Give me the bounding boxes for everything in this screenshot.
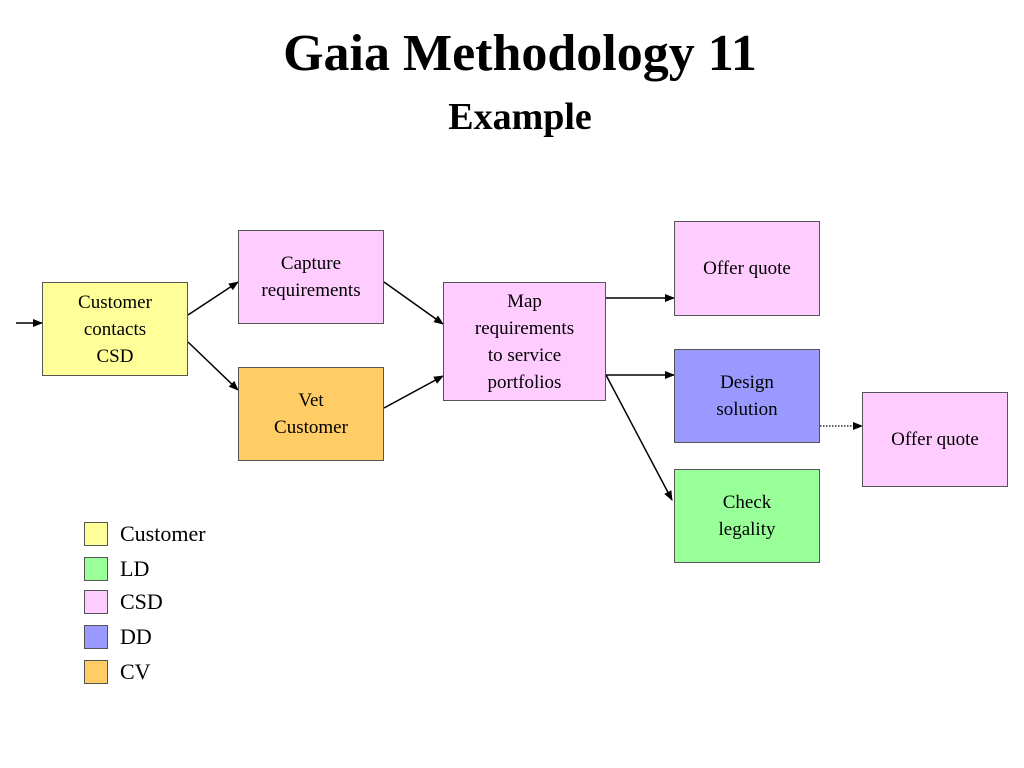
- legend-item-cv: CV: [84, 659, 151, 685]
- node-vet-customer-label: Vet Customer: [274, 390, 348, 438]
- legend-swatch-customer: [84, 522, 108, 546]
- node-capture-requirements: Capture requirements: [238, 230, 384, 324]
- node-offer-quote-1: Offer quote: [674, 221, 820, 316]
- legend-label-ld: LD: [120, 556, 150, 581]
- node-customer-contacts-csd-label: Customer contacts CSD: [78, 291, 152, 367]
- legend-label-csd: CSD: [120, 589, 163, 614]
- node-map-requirements: Map requirements to service portfolios: [443, 282, 606, 401]
- node-capture-requirements-label: Capture requirements: [261, 253, 361, 301]
- legend-label-cv: CV: [120, 659, 151, 684]
- node-map-requirements-label: Map requirements to service portfolios: [474, 290, 575, 393]
- node-check-legality: Check legality: [674, 469, 820, 563]
- node-design-solution-label: Design solution: [716, 372, 778, 420]
- legend-item-ld: LD: [84, 556, 149, 582]
- legend-swatch-ld: [84, 557, 108, 581]
- slide-title: Gaia Methodology 11: [283, 25, 757, 82]
- node-check-legality-label: Check legality: [718, 492, 776, 540]
- legend-item-dd: DD: [84, 624, 152, 650]
- legend-swatch-cv: [84, 660, 108, 684]
- node-offer-quote-2-label: Offer quote: [891, 429, 979, 450]
- slide-subtitle: Example: [448, 96, 592, 138]
- node-design-solution: Design solution: [674, 349, 820, 443]
- legend-item-csd: CSD: [84, 589, 163, 615]
- arrow-map-to-legality: [605, 374, 673, 501]
- legend-swatch-dd: [84, 625, 108, 649]
- node-customer-contacts-csd: Customer contacts CSD: [42, 282, 188, 376]
- arrow-customer-to-capture: [187, 281, 239, 316]
- legend-item-customer: Customer: [84, 521, 206, 547]
- legend-label-customer: Customer: [120, 521, 206, 546]
- arrow-customer-to-vet: [187, 341, 239, 391]
- arrow-capture-to-map: [383, 281, 444, 325]
- node-offer-quote-2: Offer quote: [862, 392, 1008, 487]
- node-vet-customer: Vet Customer: [238, 367, 384, 461]
- node-offer-quote-1-label: Offer quote: [703, 258, 791, 279]
- legend-swatch-csd: [84, 590, 108, 614]
- arrow-vet-to-map: [383, 375, 444, 409]
- legend-label-dd: DD: [120, 624, 152, 649]
